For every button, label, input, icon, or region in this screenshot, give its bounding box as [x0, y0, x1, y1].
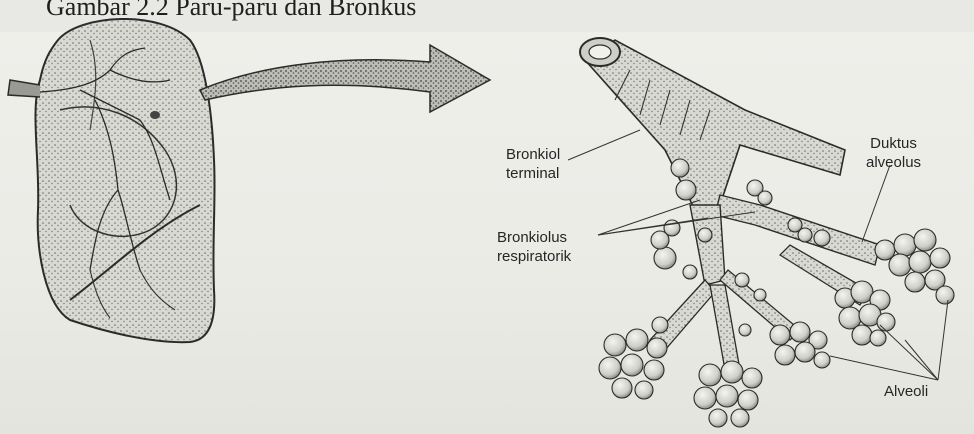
label-line: terminal: [506, 164, 560, 183]
lung-drawing: [8, 19, 215, 342]
label-line: Duktus: [866, 134, 921, 153]
label-line: Bronkiolus: [497, 228, 571, 247]
label-line: alveolus: [866, 153, 921, 172]
bronchiole-drawing: [580, 38, 954, 427]
label-bronkiol-terminal: Bronkiol terminal: [506, 145, 560, 183]
label-line: Bronkiol: [506, 145, 560, 164]
label-alveoli: Alveoli: [884, 382, 928, 401]
label-line: respiratorik: [497, 247, 571, 266]
label-duktus-alveolus: Duktus alveolus: [866, 134, 921, 172]
label-bronkiolus-respiratorik: Bronkiolus respiratorik: [497, 228, 571, 266]
magnification-arrow: [200, 45, 490, 112]
